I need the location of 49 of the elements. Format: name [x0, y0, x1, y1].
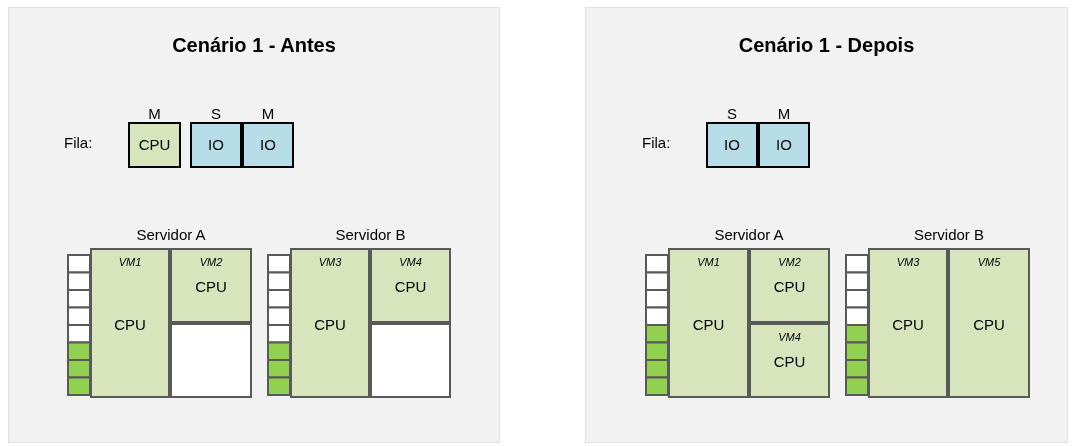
vm-cell: [90, 248, 170, 398]
server-name: Servidor A: [713, 226, 785, 244]
queue-label: Fila:: [64, 134, 93, 152]
resource-type: IO: [724, 134, 740, 155]
resource-type: CPU: [692, 314, 725, 335]
vm-name: VM1: [696, 256, 721, 269]
resource-type: CPU: [892, 314, 924, 335]
vm-name: VM5: [976, 256, 1002, 269]
panel-title: Cenário 1 - Antes: [171, 33, 337, 58]
resource-type: CPU: [394, 277, 427, 298]
vm-cell: [668, 248, 749, 398]
vm-cell: [749, 323, 830, 398]
vm-cell: [868, 248, 948, 398]
server-name: Servidor A: [135, 226, 207, 244]
resource-type: CPU: [314, 314, 346, 335]
empty-slot: [370, 323, 451, 398]
queue-type-letter: M: [776, 105, 792, 123]
server-name: Servidor B: [913, 226, 985, 244]
resource-type: IO: [260, 134, 276, 155]
vm-name: VM3: [895, 256, 921, 269]
resource-type: CPU: [114, 314, 146, 335]
vm-name: VM2: [777, 256, 802, 269]
queue-type-letter: M: [147, 105, 162, 123]
vm-cell: [170, 248, 252, 323]
server-name: Servidor B: [334, 226, 407, 244]
resource-type: CPU: [138, 134, 171, 155]
vm-name: VM1: [117, 256, 143, 269]
vm-name: VM2: [198, 256, 224, 269]
resource-type: CPU: [973, 314, 1005, 335]
queue-type-letter: S: [726, 105, 738, 123]
resource-type: CPU: [773, 352, 806, 373]
vm-name: VM4: [398, 256, 423, 269]
vm-name: VM4: [777, 331, 802, 344]
vm-cell: [370, 248, 451, 323]
empty-slot: [170, 323, 252, 398]
resource-type: IO: [208, 134, 224, 155]
vm-name: VM3: [317, 256, 343, 269]
queue-type-letter: M: [260, 105, 276, 123]
resource-type: CPU: [773, 277, 806, 298]
queue-label: Fila:: [642, 134, 671, 152]
scenario-panel: [585, 7, 1068, 443]
vm-cell: [290, 248, 370, 398]
panel-title: Cenário 1 - Depois: [737, 33, 916, 58]
vm-cell: [948, 248, 1030, 398]
resource-type: IO: [776, 134, 792, 155]
queue-type-letter: S: [210, 105, 222, 123]
vm-cell: [749, 248, 830, 323]
scenario-panel: [8, 7, 500, 443]
resource-type: CPU: [195, 277, 227, 298]
